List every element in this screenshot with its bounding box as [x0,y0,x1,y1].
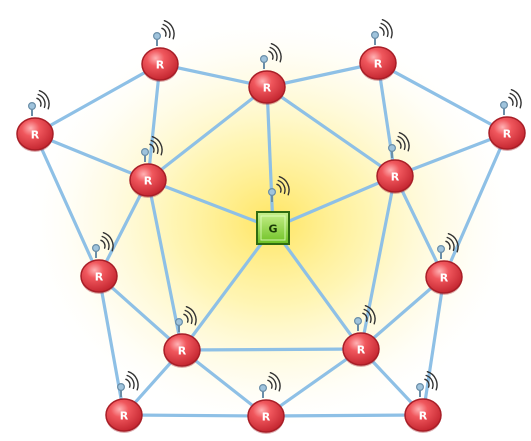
router-label: R [503,128,512,141]
router-node-r-top-center: R [248,43,286,105]
antenna-signal-icon [153,20,175,46]
node-layer: R R R R R R R R R R R R R R G [16,19,526,434]
antenna-signal-icon [354,305,376,331]
router-label: R [419,410,428,423]
link-r-top-right-to-r-far-right [376,61,509,135]
router-node-r-bottom-left: R [105,371,143,433]
antenna-signal-icon [268,176,290,202]
router-node-icon [105,398,143,432]
router-node-icon [141,47,179,81]
antenna-signal-icon [116,371,139,397]
router-label: R [357,344,366,357]
link-r-far-left-to-r-mid-left [33,132,101,278]
router-label: R [120,410,129,423]
router-label: R [374,58,383,71]
router-node-r-lower-left: R [163,306,201,368]
router-label: R [31,129,40,142]
link-r-far-right-to-r-inner-right [393,131,509,178]
router-node-r-mid-right: R [425,233,463,295]
antenna-signal-icon [371,19,393,45]
router-label: R [262,411,271,424]
gateway-label: G [268,223,277,236]
link-r-inner-left-to-r-mid-left [97,178,150,278]
link-r-top-center-to-r-inner-right [265,85,397,178]
link-r-top-center-to-G [265,85,275,230]
antenna-signal-icon [500,89,522,115]
router-node-icon [16,117,54,151]
router-node-r-bottom-center: R [247,372,285,434]
router-node-icon [247,399,285,433]
router-node-r-bottom-right: R [404,371,442,433]
antenna-signal-icon [416,371,438,397]
router-node-r-top-right: R [359,19,397,81]
link-r-inner-right-to-r-mid-right [393,174,446,279]
link-r-inner-right-to-G [271,174,397,230]
gateway-node-icon [256,211,290,245]
router-node-r-lower-right: R [342,305,380,367]
antenna-signal-icon [388,132,410,158]
router-node-icon [129,163,167,197]
router-node-icon [425,260,463,294]
router-label: R [440,272,449,285]
link-r-top-left-to-r-inner-left [146,62,162,182]
router-node-icon [376,159,414,193]
router-label: R [144,175,153,188]
antenna-signal-icon [437,233,459,259]
link-r-top-left-to-r-far-left [33,62,162,136]
router-node-icon [359,46,397,80]
antenna-signal-icon [141,136,163,162]
antenna-signal-icon [175,306,197,332]
link-r-top-center-to-r-top-right [265,61,380,89]
antenna-signal-icon [28,90,50,116]
link-r-far-right-to-r-mid-right [442,131,509,279]
router-label: R [178,345,187,358]
antenna-signal-icon [91,232,114,258]
router-node-r-far-right: R [488,89,526,151]
link-r-mid-right-to-r-bottom-right [421,275,446,417]
router-node-r-inner-right: R [376,132,414,194]
router-node-r-top-left: R [141,20,179,82]
link-r-mid-left-to-r-bottom-left [97,274,126,417]
router-label: R [391,171,400,184]
link-G-to-r-lower-left [180,226,275,352]
link-r-top-center-to-r-inner-left [146,85,269,182]
link-r-inner-left-to-G [146,178,275,230]
link-r-mid-right-to-r-lower-right [359,275,446,351]
router-label: R [156,59,165,72]
antenna-signal-icon [259,372,281,398]
router-node-icon [163,333,201,367]
router-node-r-inner-left: R [129,136,167,198]
link-r-lower-left-to-r-lower-right [180,347,363,352]
antenna-signal-icon [260,43,282,69]
router-node-icon [488,116,526,150]
router-node-icon [80,259,118,293]
link-r-far-left-to-r-inner-left [33,132,150,182]
link-r-lower-right-to-r-bottom-center [264,347,363,418]
router-node-icon [342,332,380,366]
router-node-r-far-left: R [16,90,54,152]
link-r-bottom-center-to-r-bottom-right [264,413,425,418]
router-node-icon [404,398,442,432]
gateway-node: G [256,176,290,245]
link-r-bottom-left-to-r-bottom-center [122,413,268,418]
link-layer [33,61,509,418]
router-node-icon [248,70,286,104]
link-r-mid-left-to-r-lower-left [97,274,184,352]
router-label: R [95,271,104,284]
router-node-r-mid-left: R [80,232,118,294]
link-G-to-r-lower-right [271,226,363,351]
router-label: R [263,82,272,95]
